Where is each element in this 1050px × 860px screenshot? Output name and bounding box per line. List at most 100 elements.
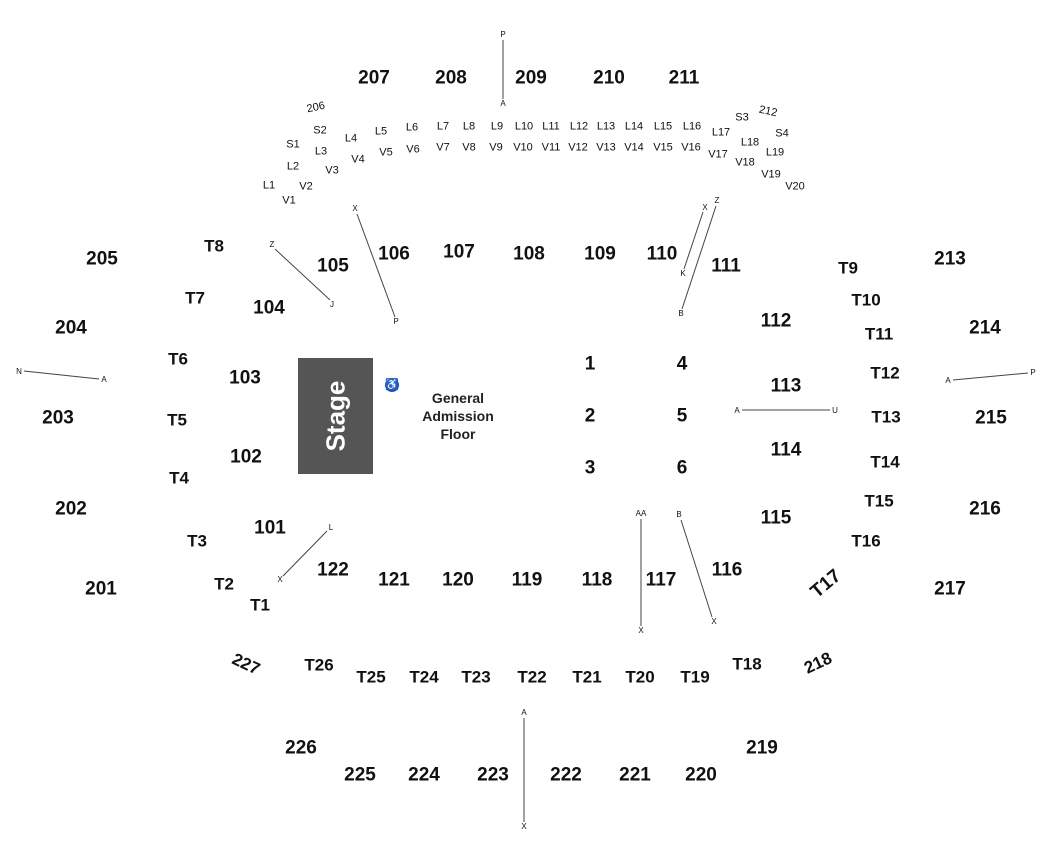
- section-t2[interactable]: T2: [214, 574, 234, 594]
- floor-section-6[interactable]: 6: [676, 457, 688, 479]
- section-t5[interactable]: T5: [167, 410, 187, 430]
- suite-l11[interactable]: L11: [542, 120, 560, 133]
- section-113[interactable]: 113: [770, 375, 802, 397]
- suite-l19[interactable]: L19: [765, 146, 785, 159]
- section-115[interactable]: 115: [760, 507, 792, 529]
- suite-v7[interactable]: V7: [436, 141, 450, 154]
- section-t23[interactable]: T23: [461, 667, 491, 687]
- suite-l8[interactable]: L8: [462, 120, 476, 133]
- suite-v9[interactable]: V9: [489, 141, 503, 154]
- suite-l10[interactable]: L10: [514, 120, 534, 133]
- section-t26[interactable]: T26: [304, 655, 334, 675]
- section-223[interactable]: 223: [477, 764, 509, 786]
- suite-l16[interactable]: L16: [682, 120, 702, 133]
- stage[interactable]: Stage: [298, 358, 373, 474]
- suite-v11[interactable]: V11: [541, 141, 561, 154]
- suite-l1[interactable]: L1: [262, 179, 276, 192]
- section-t7[interactable]: T7: [185, 288, 205, 308]
- suite-l4[interactable]: L4: [344, 132, 358, 145]
- section-219[interactable]: 219: [746, 737, 778, 759]
- suite-v15[interactable]: V15: [653, 141, 673, 154]
- section-211[interactable]: 211: [668, 67, 700, 89]
- section-110[interactable]: 110: [646, 243, 678, 265]
- suite-v18[interactable]: V18: [735, 156, 755, 169]
- section-t3[interactable]: T3: [187, 531, 207, 551]
- suite-v20[interactable]: V20: [785, 180, 805, 193]
- suite-l15[interactable]: L15: [653, 120, 673, 133]
- section-217[interactable]: 217: [934, 578, 966, 600]
- section-t6[interactable]: T6: [168, 349, 188, 369]
- suite-v6[interactable]: V6: [406, 143, 420, 156]
- section-t15[interactable]: T15: [864, 491, 894, 511]
- section-t16[interactable]: T16: [851, 531, 881, 551]
- suite-v14[interactable]: V14: [624, 141, 644, 154]
- section-t4[interactable]: T4: [169, 468, 189, 488]
- suite-s4[interactable]: S4: [775, 127, 789, 140]
- suite-v5[interactable]: V5: [379, 146, 393, 159]
- section-222[interactable]: 222: [550, 764, 582, 786]
- section-225[interactable]: 225: [344, 764, 376, 786]
- section-111[interactable]: 111: [711, 255, 741, 277]
- section-t10[interactable]: T10: [851, 290, 881, 310]
- section-t19[interactable]: T19: [680, 667, 710, 687]
- suite-v12[interactable]: V12: [568, 141, 588, 154]
- suite-l12[interactable]: L12: [569, 120, 589, 133]
- section-108[interactable]: 108: [513, 243, 545, 265]
- suite-l3[interactable]: L3: [314, 145, 328, 158]
- section-t25[interactable]: T25: [356, 667, 386, 687]
- section-101[interactable]: 101: [254, 517, 286, 539]
- section-226[interactable]: 226: [285, 737, 317, 759]
- section-t12[interactable]: T12: [870, 363, 900, 383]
- suite-v19[interactable]: V19: [761, 168, 781, 181]
- section-216[interactable]: 216: [969, 498, 1001, 520]
- section-119[interactable]: 119: [511, 569, 543, 591]
- section-221[interactable]: 221: [619, 764, 651, 786]
- section-t9[interactable]: T9: [838, 258, 858, 278]
- floor-section-4[interactable]: 4: [676, 353, 688, 375]
- suite-l9[interactable]: L9: [490, 120, 504, 133]
- suite-l7[interactable]: L7: [436, 120, 450, 133]
- general-admission-floor[interactable]: General Admission Floor: [422, 389, 494, 443]
- suite-v8[interactable]: V8: [462, 141, 476, 154]
- section-215[interactable]: 215: [975, 407, 1007, 429]
- section-118[interactable]: 118: [581, 569, 613, 591]
- section-205[interactable]: 205: [86, 248, 118, 270]
- section-t1[interactable]: T1: [250, 595, 270, 615]
- section-104[interactable]: 104: [253, 297, 285, 319]
- section-210[interactable]: 210: [593, 67, 625, 89]
- section-t18[interactable]: T18: [732, 654, 762, 674]
- suite-v4[interactable]: V4: [351, 153, 365, 166]
- section-201[interactable]: 201: [85, 578, 117, 600]
- suite-l14[interactable]: L14: [624, 120, 644, 133]
- suite-v3[interactable]: V3: [325, 164, 339, 177]
- floor-section-1[interactable]: 1: [584, 353, 596, 375]
- section-103[interactable]: 103: [229, 367, 261, 389]
- suite-v17[interactable]: V17: [708, 148, 728, 161]
- section-214[interactable]: 214: [969, 317, 1001, 339]
- section-120[interactable]: 120: [442, 569, 474, 591]
- section-224[interactable]: 224: [408, 764, 440, 786]
- suite-v10[interactable]: V10: [513, 141, 533, 154]
- section-t14[interactable]: T14: [870, 452, 900, 472]
- suite-v2[interactable]: V2: [299, 180, 313, 193]
- section-t22[interactable]: T22: [517, 667, 547, 687]
- section-112[interactable]: 112: [760, 310, 792, 332]
- section-t11[interactable]: T11: [864, 324, 894, 344]
- floor-section-5[interactable]: 5: [676, 405, 688, 427]
- floor-section-2[interactable]: 2: [584, 405, 596, 427]
- section-102[interactable]: 102: [230, 446, 262, 468]
- section-116[interactable]: 116: [711, 559, 743, 581]
- suite-l5[interactable]: L5: [374, 125, 388, 138]
- suite-l18[interactable]: L18: [740, 136, 760, 149]
- suite-l2[interactable]: L2: [286, 160, 300, 173]
- section-t8[interactable]: T8: [204, 236, 224, 256]
- suite-s1[interactable]: S1: [286, 138, 300, 151]
- section-208[interactable]: 208: [435, 67, 467, 89]
- section-105[interactable]: 105: [317, 255, 349, 277]
- suite-v16[interactable]: V16: [681, 141, 701, 154]
- section-t20[interactable]: T20: [625, 667, 655, 687]
- section-203[interactable]: 203: [42, 407, 74, 429]
- suite-v1[interactable]: V1: [282, 194, 296, 207]
- section-207[interactable]: 207: [358, 67, 390, 89]
- suite-s3[interactable]: S3: [735, 111, 749, 124]
